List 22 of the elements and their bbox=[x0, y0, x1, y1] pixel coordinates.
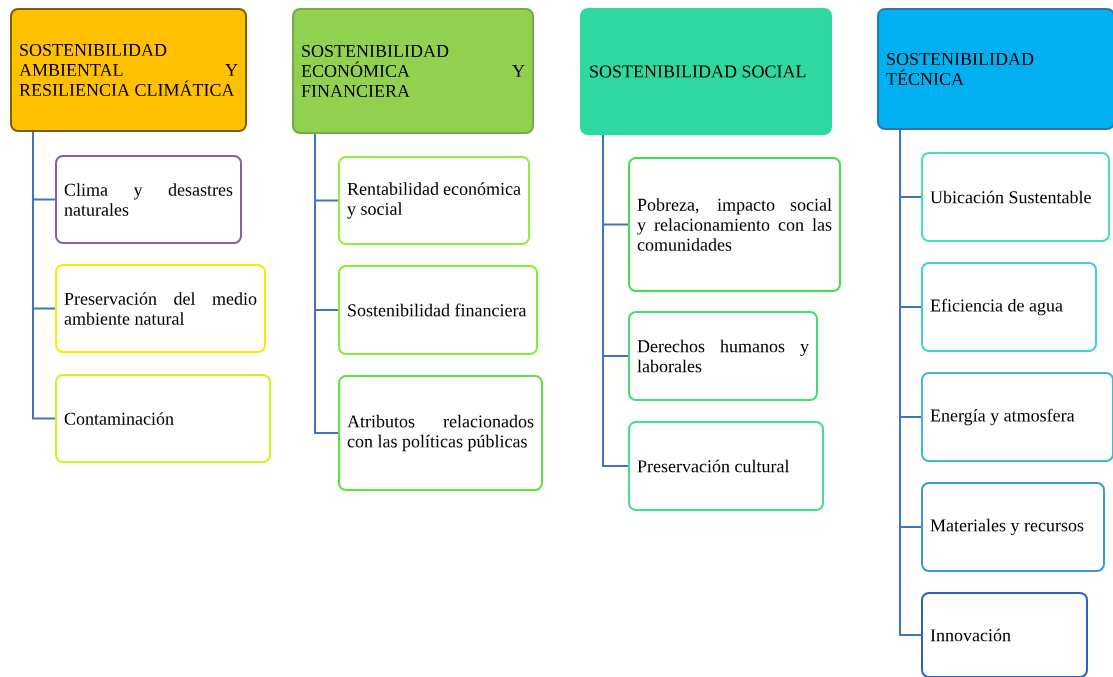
item-box: Ubicación Sustentable bbox=[921, 152, 1110, 242]
item-box: Eficiencia de agua bbox=[921, 262, 1097, 352]
item-box: Preservación cultural bbox=[628, 421, 824, 511]
item-box: Innovación bbox=[921, 592, 1088, 677]
category-box: SOSTENIBILIDAD ECONÓMICA Y FINANCIERA bbox=[292, 8, 534, 134]
item-box: Derechos humanos y laborales bbox=[628, 311, 818, 401]
item-box: Clima y desastres naturales bbox=[55, 155, 242, 244]
item-box: Sostenibilidad financiera bbox=[338, 265, 538, 355]
connector-line bbox=[32, 131, 56, 420]
category-box: SOSTENIBILIDAD TÉCNICA bbox=[877, 8, 1113, 130]
item-box: Materiales y recursos bbox=[921, 482, 1105, 572]
item-box: Contaminación bbox=[55, 374, 271, 463]
item-box: Rentabilidad económica y social bbox=[338, 156, 530, 245]
connector-line bbox=[899, 129, 922, 636]
connector-line bbox=[314, 133, 339, 434]
connector-line bbox=[602, 134, 629, 467]
category-box: SOSTENIBILIDAD AMBIENTAL Y RESILIENCIA CLIMÁTICA bbox=[10, 8, 247, 132]
item-box: Atributos relacionados con las políticas públicas bbox=[338, 375, 543, 491]
category-box: SOSTENIBILIDAD SOCIAL bbox=[580, 8, 832, 135]
item-box: Preservación del medio ambiente natural bbox=[55, 264, 266, 353]
item-box: Energía y atmosfera bbox=[921, 372, 1113, 462]
item-box: Pobreza, impacto social y relacionamiento con las comunidades bbox=[628, 157, 841, 292]
